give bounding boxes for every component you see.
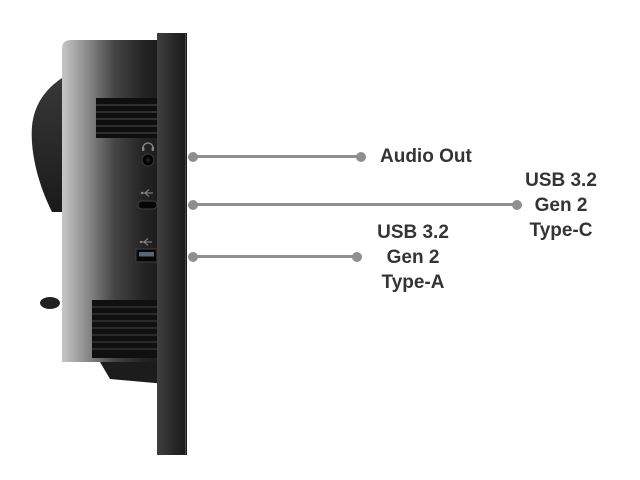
headphone-icon-earcup-right [151, 147, 154, 151]
label-usb-c-line3: Type-C [529, 220, 593, 241]
monitor-foot [100, 362, 166, 384]
callout-line-usb-a [188, 251, 362, 262]
callout-dot [512, 199, 522, 210]
headphone-icon-earcup-left [142, 147, 145, 151]
callout-line-audio-out [188, 151, 366, 162]
label-audio-out: Audio Out [380, 146, 472, 167]
stand-arm [31, 78, 62, 212]
usb-ss-icon [139, 238, 152, 246]
callout-dot [188, 151, 198, 162]
headphone-icon [142, 142, 154, 149]
label-usb-a-line3: Type-A [381, 272, 445, 293]
callout-dot [188, 251, 198, 262]
vent-grille-bottom [92, 300, 157, 358]
monitor-bezel-edge [157, 33, 187, 455]
label-usb-c-line2: Gen 2 [534, 195, 588, 216]
usb-c-port [137, 189, 158, 210]
callout-line-usb-c [188, 199, 522, 210]
label-usb-a-line2: Gen 2 [386, 247, 440, 268]
callout-dot [356, 151, 366, 162]
label-usb-a: USB 3.2 Gen 2 Type-A [370, 220, 456, 295]
usb-ss-icon [140, 189, 153, 197]
label-usb-a-line1: USB 3.2 [377, 222, 449, 243]
cable-clip [40, 297, 60, 309]
usb-a-port [135, 238, 158, 263]
vent-grille-top [96, 98, 157, 138]
label-usb-c: USB 3.2 Gen 2 Type-C [518, 168, 604, 243]
audio-jack-port [141, 142, 155, 167]
callout-dot [352, 251, 362, 262]
label-usb-c-line1: USB 3.2 [525, 170, 597, 191]
callout-dot [188, 199, 198, 210]
